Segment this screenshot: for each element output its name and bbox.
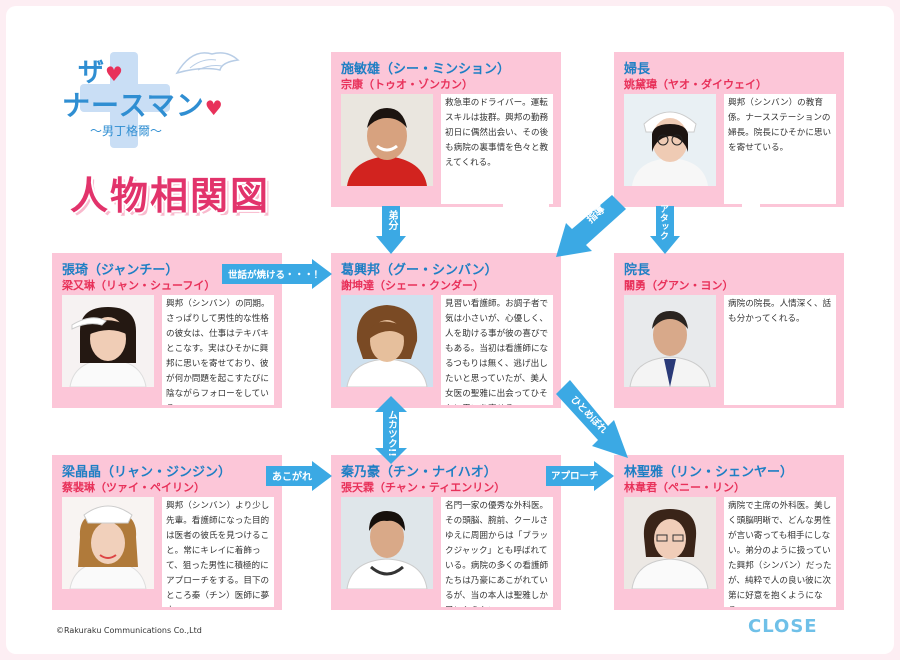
actor-name: 姚黛瑋（ヤオ・ダイウェイ） bbox=[624, 78, 767, 91]
relation-arrow-head-nurse-director bbox=[650, 206, 680, 254]
actor-name: 關勇（グアン・ヨン） bbox=[624, 279, 734, 292]
character-card-director: 院長 關勇（グアン・ヨン） 病院の院長。人情深く、話も分かってくれる。 bbox=[614, 253, 844, 408]
character-name: 梁晶晶（リャン・ジンジン） bbox=[62, 465, 232, 480]
character-description: 救急車のドライバー。運転スキルは抜群。興邦の勤務初日に偶然出会い、その後も病院の… bbox=[441, 94, 553, 204]
character-name: 林聖雅（リン・シェンヤー） bbox=[624, 465, 794, 480]
relation-label-zhang-ge: 世話が焼ける・・・！ bbox=[228, 270, 324, 281]
character-photo bbox=[341, 94, 433, 186]
character-photo bbox=[341, 295, 433, 387]
relation-arrow-liang-qin bbox=[266, 461, 332, 491]
actor-name: 蔡裴琳（ツァイ・ペイリン） bbox=[62, 481, 205, 494]
logo-title-line2: ナースマン♥ bbox=[62, 89, 224, 122]
character-description: 興邦（シンバン）より少し先輩。看護師になった目的は医者の彼氏を見つけること。常に… bbox=[162, 497, 274, 607]
logo-subtitle: 〜男丁格爾〜 bbox=[90, 124, 163, 138]
actor-name: 林韋君（ペニー・リン） bbox=[624, 481, 745, 494]
character-card-qin: 秦乃豪（チン・ナイハオ） 張天霖（チャン・ティエンリン） 名門一家の優秀な外科医… bbox=[331, 455, 561, 610]
relation-arrow-ge-lin bbox=[556, 380, 628, 458]
character-photo bbox=[624, 497, 716, 589]
actor-name: 梁又琳（リャン・シューフイ） bbox=[62, 279, 216, 292]
character-description: 病院で主席の外科医。美しく頭脳明晰で、どんな男性が言い寄っても相手にしない。弟分… bbox=[724, 497, 836, 607]
actor-name: 張天霖（チャン・ティエンリン） bbox=[341, 481, 506, 494]
relation-arrow-ge-qin bbox=[375, 396, 407, 464]
character-name: 婦長 bbox=[624, 62, 651, 77]
relation-label-shi-ge: 弟分 bbox=[386, 210, 397, 230]
relation-label-head-nurse-director: アタック bbox=[658, 204, 668, 240]
cross-decoration bbox=[728, 178, 774, 196]
character-card-head-nurse: 婦長 姚黛瑋（ヤオ・ダイウェイ） 興邦（シンバン）の教育係。ナースステーションの… bbox=[614, 52, 844, 210]
relation-label-liang-qin: あこがれ bbox=[272, 472, 312, 483]
logo-title-line1: ザ♥ bbox=[78, 58, 124, 88]
relation-label-qin-lin: アプローチ bbox=[551, 471, 599, 482]
character-card-lin: 林聖雅（リン・シェンヤー） 林韋君（ペニー・リン） 病院で主席の外科医。美しく頭… bbox=[614, 455, 844, 610]
wing-icon bbox=[175, 52, 240, 75]
cross-decoration bbox=[503, 190, 549, 208]
series-logo: ザ♥ ナースマン♥ 〜男丁格爾〜 bbox=[52, 42, 272, 152]
character-photo bbox=[624, 94, 716, 186]
character-card-liang: 梁晶晶（リャン・ジンジン） 蔡裴琳（ツァイ・ペイリン） 興邦（シンバン）より少し… bbox=[52, 455, 282, 610]
character-description: 興邦（シンバン）の同期。さっぱりして男性的な性格の彼女は、仕事はテキパキとこなす… bbox=[162, 295, 274, 405]
character-name: 葛興邦（グー・シンバン） bbox=[341, 263, 498, 278]
character-photo bbox=[624, 295, 716, 387]
character-description: 名門一家の優秀な外科医。その頭脳、腕前、クールさゆえに周囲からは「ブラックジャッ… bbox=[441, 497, 553, 607]
copyright: ©Rakuraku Communications Co.,Ltd bbox=[56, 626, 202, 635]
page-title: 人物相関図 bbox=[70, 174, 271, 218]
character-name: 施敏雄（シー・ミンション） bbox=[341, 62, 511, 77]
character-name: 張琦（ジャンチー） bbox=[62, 263, 179, 278]
relation-label-ge-qin: ムカツク!! bbox=[386, 410, 397, 457]
logo-cross-horizontal bbox=[80, 84, 170, 112]
character-card-zhang: 張琦（ジャンチー） 梁又琳（リャン・シューフイ） 興邦（シンバン）の同期。さっぱ… bbox=[52, 253, 282, 408]
character-card-ge: 葛興邦（グー・シンバン） 謝坤達（シェー・クンダー） 見習い看護師。お調子者で気… bbox=[331, 253, 561, 408]
character-description: 見習い看護師。お調子者で気は小さいが、心優しく、人を助ける事が彼の喜びでもある。… bbox=[441, 295, 553, 405]
close-button[interactable]: CLOSE bbox=[748, 616, 818, 637]
character-photo bbox=[62, 497, 154, 589]
relation-arrow-zhang-ge bbox=[222, 259, 332, 289]
character-photo bbox=[62, 295, 154, 387]
character-name: 院長 bbox=[624, 263, 651, 278]
actor-name: 謝坤達（シェー・クンダー） bbox=[341, 279, 484, 292]
relation-arrow-head-nurse-ge bbox=[556, 195, 626, 257]
character-photo bbox=[341, 497, 433, 589]
cross-decoration bbox=[728, 349, 774, 367]
relation-arrow-shi-ge bbox=[376, 206, 406, 254]
actor-name: 宗康（トゥオ・ゾンカン） bbox=[341, 78, 473, 91]
character-card-shi: 施敏雄（シー・ミンション） 宗康（トゥオ・ゾンカン） 救急車のドライバー。運転ス… bbox=[331, 52, 561, 208]
relation-arrow-qin-lin bbox=[546, 461, 614, 491]
character-name: 秦乃豪（チン・ナイハオ） bbox=[341, 465, 497, 480]
heart-icon: ♥ bbox=[204, 96, 224, 120]
heart-icon: ♥ bbox=[105, 62, 124, 86]
